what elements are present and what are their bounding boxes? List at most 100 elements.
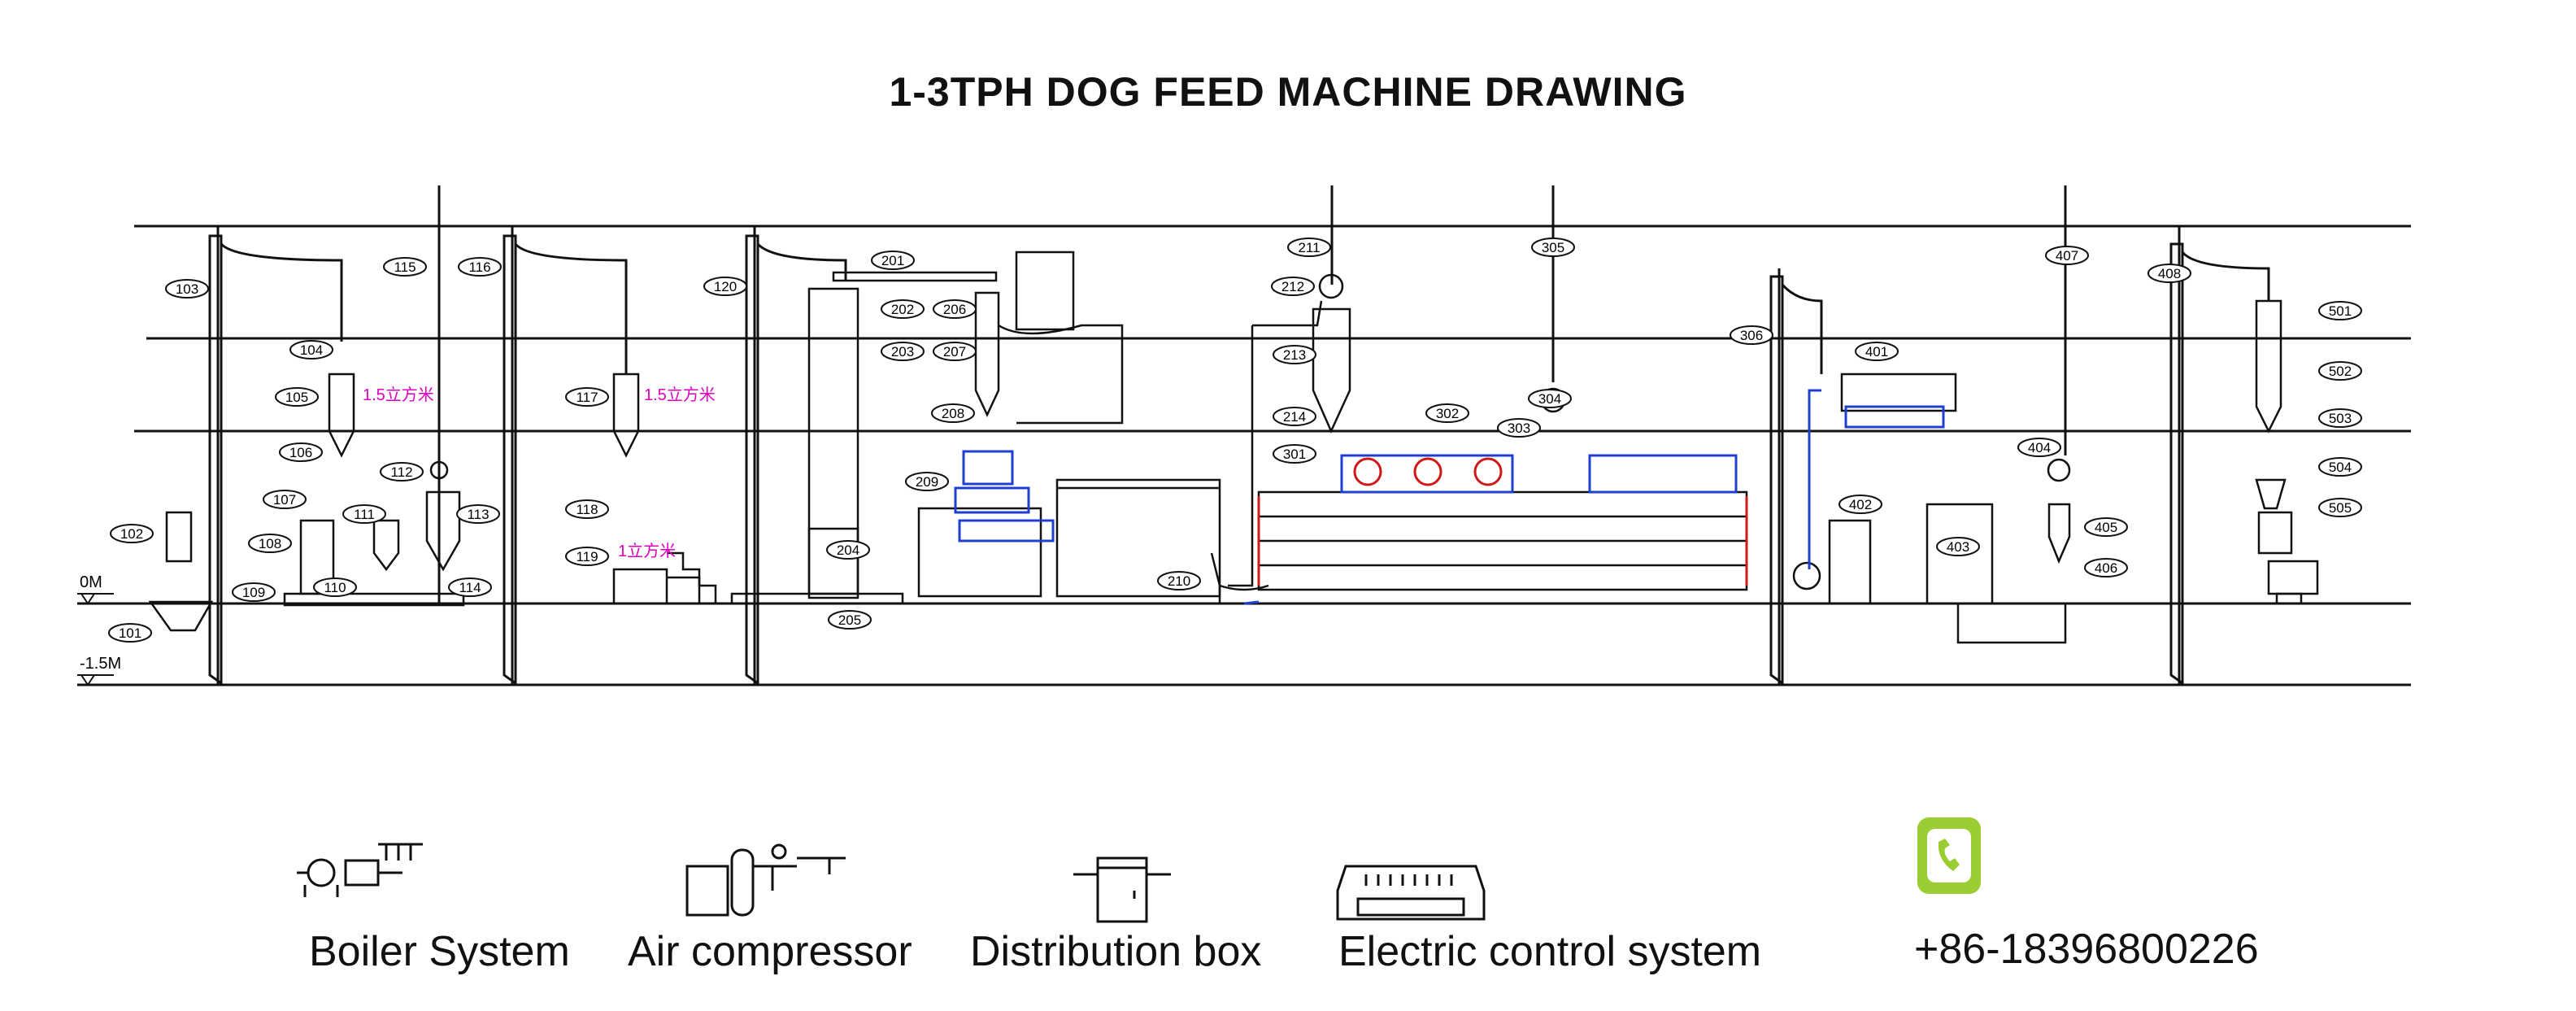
equipment-tag-label: 115 [394,259,416,275]
equipment-tag-111: 111 [342,504,386,524]
equipment-tag-label: 208 [942,406,964,421]
equipment-tag-109: 109 [232,582,276,602]
equipment-tag-label: 211 [1298,240,1320,255]
coating-section [1792,373,2071,644]
equipment-tag-label: 112 [390,464,412,480]
equipment-tag-115: 115 [383,257,427,277]
equipment-tag-302: 302 [1425,403,1469,423]
equipment-tag-118: 118 [565,499,609,519]
equipment-tag-212: 212 [1271,277,1315,296]
equipment-tag-503: 503 [2318,408,2362,428]
boiler-icon [297,843,423,897]
equipment-tag-label: 306 [1740,328,1763,343]
equipment-tag-label: 502 [2329,364,2352,379]
equipment-tag-label: 401 [1865,344,1888,360]
equipment-tag-label: 404 [2028,440,2051,455]
legend-label-air-compressor: Air compressor [628,928,912,975]
equipment-tag-105: 105 [275,387,319,407]
equipment-tag-402: 402 [1838,495,1882,514]
equipment-tag-label: 111 [354,507,375,522]
equipment-tag-201: 201 [871,251,915,270]
equipment-tag-label: 408 [2158,266,2181,281]
equipment-tag-209: 209 [905,472,949,491]
equipment-tag-label: 110 [324,580,346,595]
equipment-tag-120: 120 [703,277,747,296]
equipment-tag-label: 101 [119,625,141,641]
level-minus-label: -1.5M [80,655,121,673]
equipment-tag-label: 119 [576,549,598,564]
equipment-tag-401: 401 [1855,342,1899,361]
equipment-tag-119: 119 [565,547,609,566]
equipment-tag-211: 211 [1287,237,1331,257]
equipment-tag-label: 107 [273,492,296,508]
equipment-tag-207: 207 [933,342,977,361]
equipment-tag-205: 205 [828,610,872,630]
equipment-tag-label: 406 [2095,560,2117,576]
equipment-tag-203: 203 [881,342,925,361]
equipment-tag-label: 407 [2056,248,2078,264]
equipment-tag-407: 407 [2045,246,2089,265]
phone-number[interactable]: +86-18396800226 [1914,926,2259,973]
equipment-tag-306: 306 [1730,325,1773,345]
section-2-equipment [612,373,717,605]
equipment-tag-label: 213 [1283,347,1306,363]
equipment-tag-103: 103 [165,279,209,299]
equipment-tag-label: 113 [467,507,489,522]
equipment-tag-213: 213 [1273,345,1316,364]
equipment-tag-label: 403 [1947,539,1969,555]
coating-blue [1808,389,1945,569]
equipment-tag-label: 503 [2329,411,2352,426]
equipment-tag-label: 204 [837,543,859,558]
equipment-tag-206: 206 [933,299,977,319]
column-lines [216,185,2181,685]
level-markers [77,593,114,686]
volume-note-2: 1.5立方米 [644,386,716,404]
dryer-fans [1257,457,1748,586]
equipment-tag-label: 305 [1542,240,1564,255]
equipment-tag-label: 301 [1283,447,1306,462]
drawing-title: 1-3TPH DOG FEED MACHINE DRAWING [889,69,1687,115]
equipment-tag-label: 205 [838,612,861,628]
equipment-tag-204: 204 [826,540,870,560]
equipment-tag-208: 208 [931,403,975,423]
equipment-tag-label: 402 [1849,497,1872,512]
equipment-tag-305: 305 [1531,237,1575,257]
equipment-tag-408: 408 [2147,264,2191,283]
equipment-tag-405: 405 [2084,517,2128,537]
equipment-tag-501: 501 [2318,301,2362,320]
equipment-tag-202: 202 [881,299,925,319]
extruder-blue [954,450,1055,543]
control-panel-icon [1336,865,1486,921]
equipment-tag-label: 117 [576,390,598,405]
equipment-tag-114: 114 [448,577,492,597]
equipment-tag-label: 105 [285,390,308,405]
bucket-elevators [208,234,2270,686]
air-compressor-icon [685,843,846,917]
packaging-section [2255,299,2319,605]
equipment-tag-214: 214 [1273,407,1316,426]
dryer-blue [1243,454,1738,605]
equipment-tag-label: 109 [242,585,265,600]
equipment-tag-113: 113 [456,504,500,524]
phone-icon [1917,817,1981,894]
equipment-tag-label: 106 [289,445,312,460]
equipment-tag-label: 103 [176,281,198,297]
equipment-tag-107: 107 [263,490,307,509]
equipment-tag-108: 108 [248,534,292,553]
equipment-tag-403: 403 [1936,537,1980,556]
equipment-tag-label: 202 [891,302,914,317]
equipment-tag-label: 120 [714,279,737,294]
floor-lines [77,224,2411,686]
distribution-box-icon [1073,856,1171,923]
equipment-tag-label: 102 [120,526,143,542]
equipment-tag-label: 118 [576,502,598,517]
equipment-tag-label: 108 [259,536,281,551]
equipment-tag-label: 214 [1283,409,1306,425]
equipment-tag-label: 116 [468,259,490,275]
equipment-tag-112: 112 [380,462,424,482]
equipment-tag-label: 303 [1508,421,1530,436]
equipment-tag-304: 304 [1528,389,1572,408]
equipment-tag-label: 114 [459,580,481,595]
